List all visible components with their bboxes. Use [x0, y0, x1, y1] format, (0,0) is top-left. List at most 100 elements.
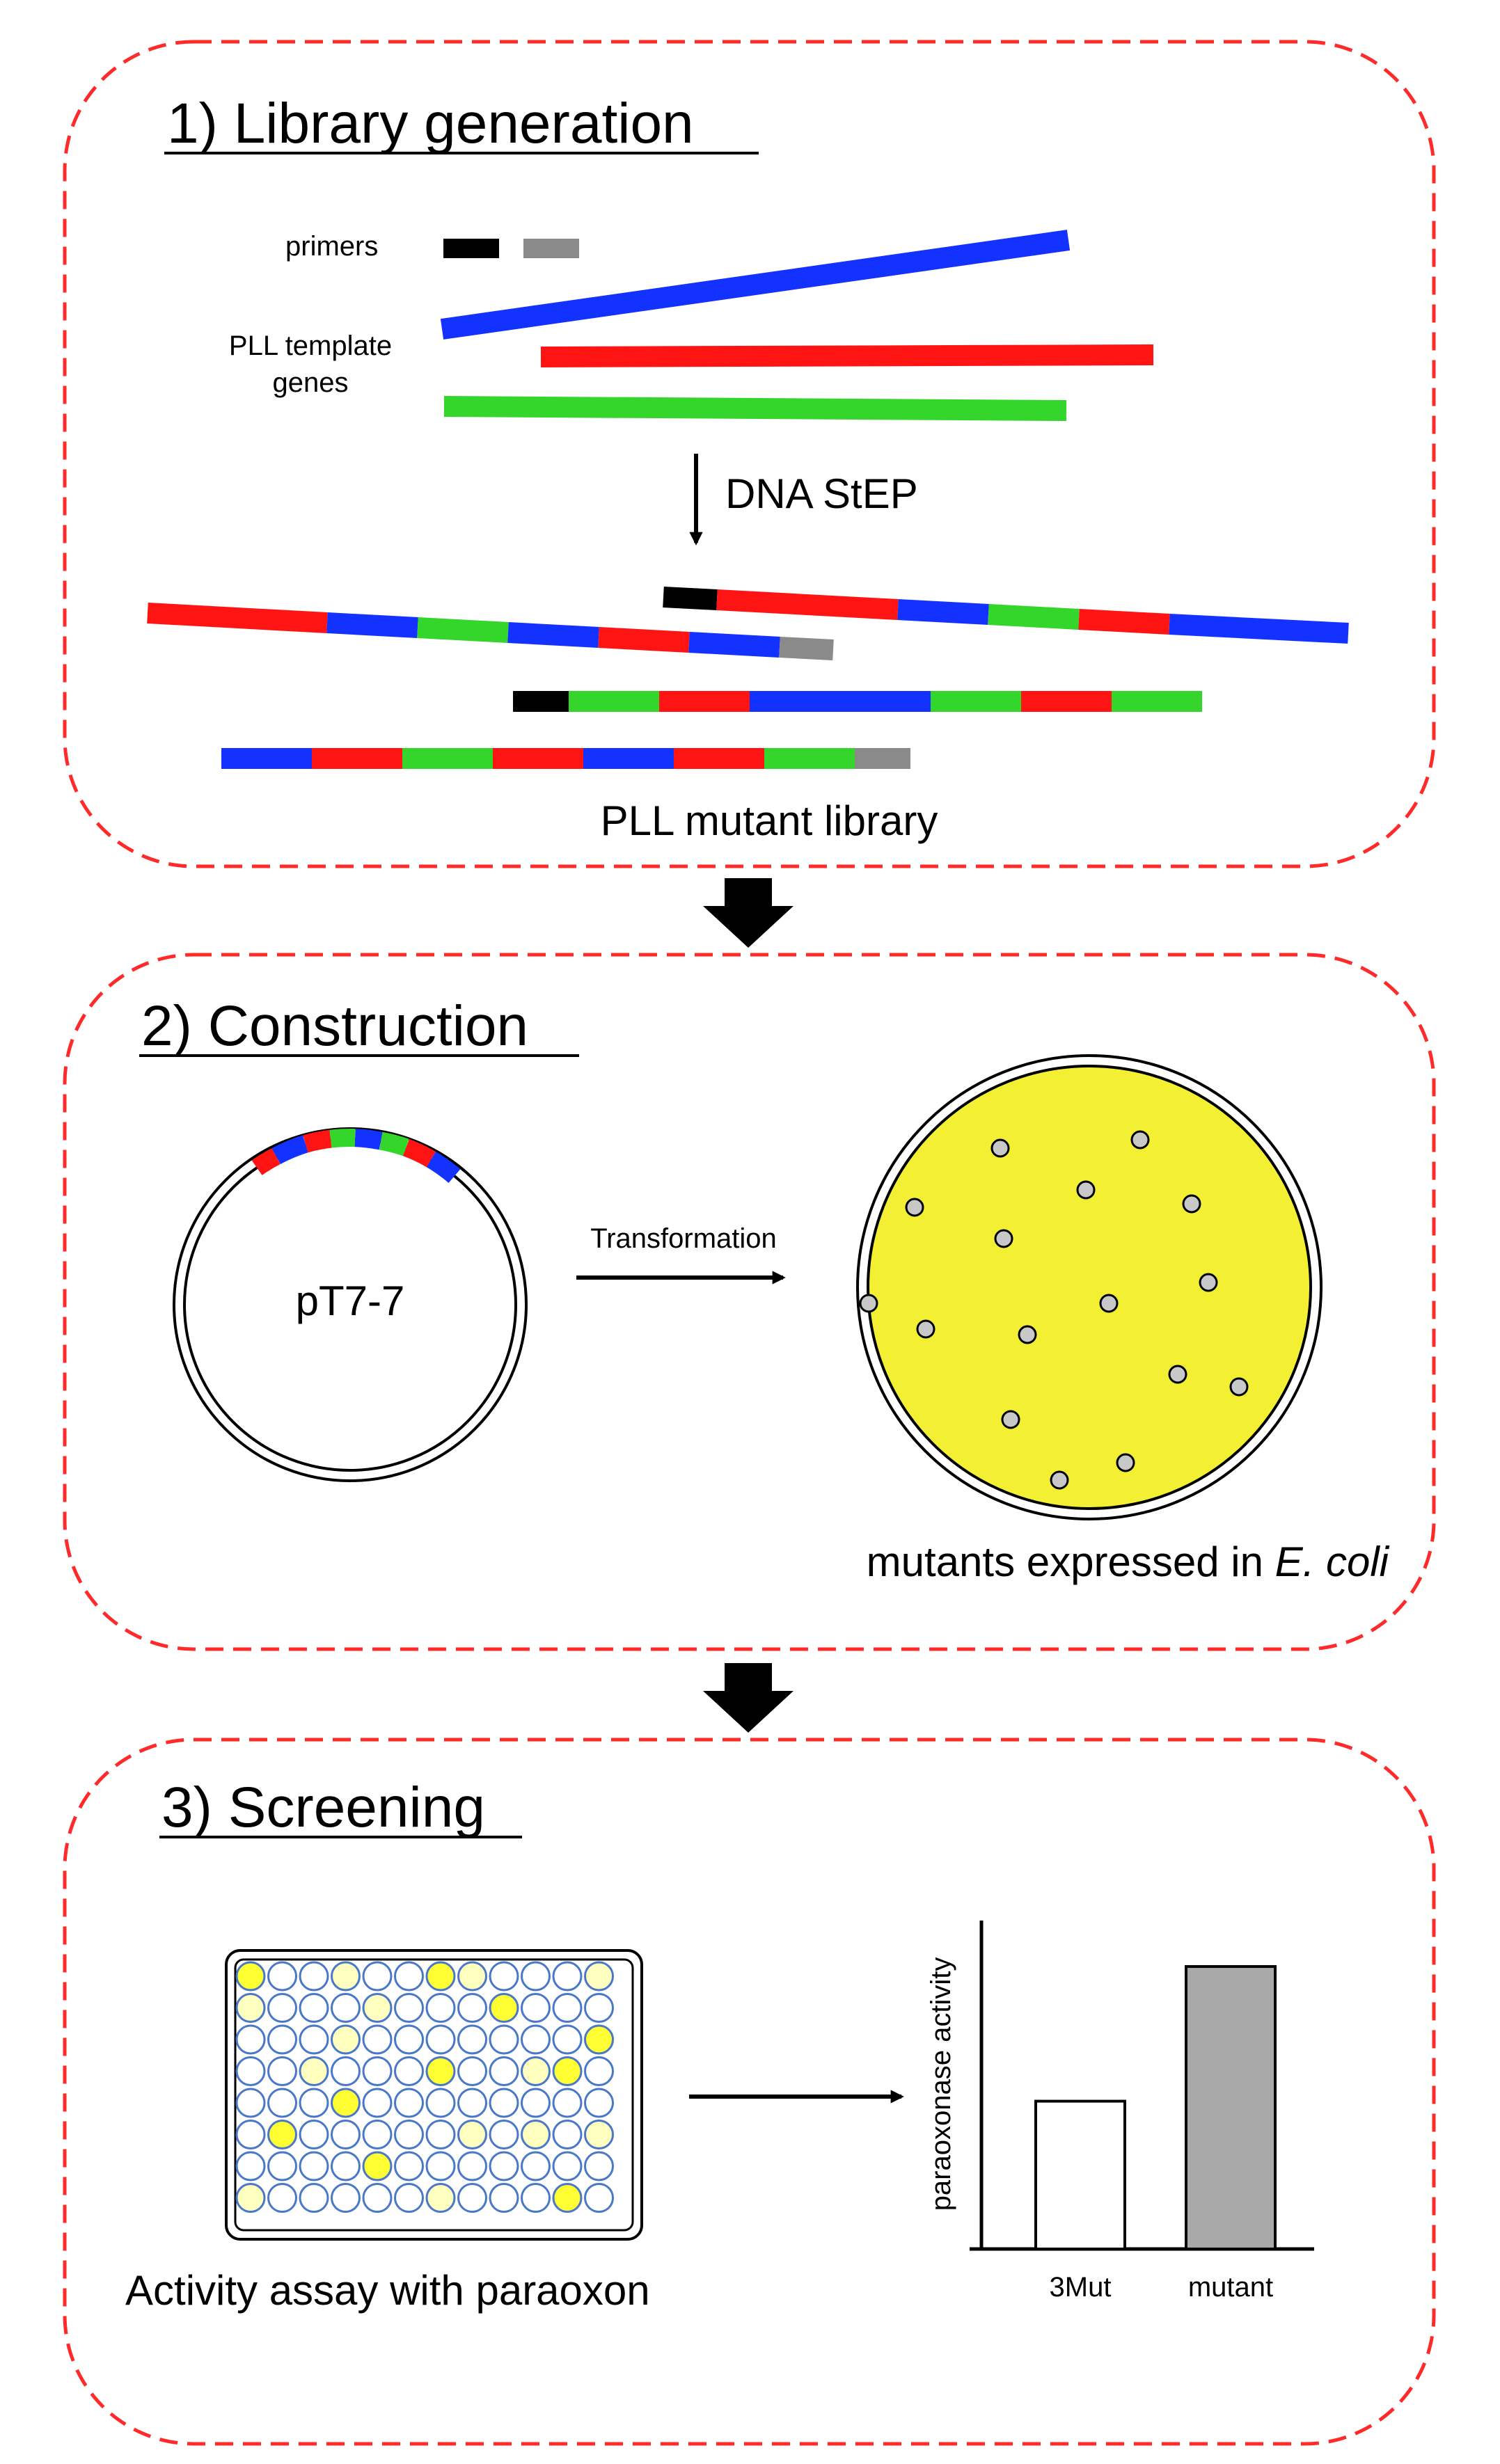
well — [235, 2120, 266, 2149]
well — [521, 2024, 551, 2055]
well — [235, 2151, 266, 2181]
well — [267, 2151, 297, 2181]
well — [331, 1961, 361, 1992]
well — [457, 2151, 487, 2181]
well — [362, 2024, 393, 2055]
y-axis-label: paraoxonase activity — [926, 1957, 956, 2211]
well — [425, 1961, 456, 1992]
section-2-title: 2) Construction — [141, 994, 528, 1058]
well — [267, 2024, 297, 2055]
section-1-title: 1) Library generation — [167, 92, 694, 155]
well — [394, 1993, 424, 2023]
well — [362, 1961, 393, 1992]
forward-primer — [443, 239, 499, 258]
x-tick-label: 3Mut — [1050, 2272, 1112, 2303]
section-3-title: 3) Screening — [161, 1776, 485, 1839]
well — [489, 2183, 519, 2213]
well — [331, 2056, 361, 2086]
well — [267, 2183, 297, 2213]
well — [267, 2120, 297, 2149]
well — [235, 2024, 266, 2055]
well — [521, 1961, 551, 1992]
block-arrow-2 — [703, 1663, 794, 1733]
well — [552, 2183, 583, 2213]
template-gene-green — [443, 396, 1067, 421]
bar-mutant — [1185, 1965, 1277, 2251]
well — [299, 2056, 329, 2086]
well — [299, 1993, 329, 2023]
bacterial-colonies — [859, 1130, 1249, 1490]
well — [235, 2088, 266, 2118]
well — [267, 2088, 297, 2118]
well — [489, 2120, 519, 2149]
plate-caption-prefix: mutants expressed in — [867, 1539, 1275, 1585]
well — [362, 2088, 393, 2118]
well — [394, 1961, 424, 1992]
well — [521, 2183, 551, 2213]
template-label-line2: genes — [273, 367, 349, 398]
well — [235, 1993, 266, 2023]
plate-caption: mutants expressed in E. coli — [867, 1539, 1390, 1585]
well — [331, 2024, 361, 2055]
well — [362, 2120, 393, 2149]
well — [584, 2120, 614, 2149]
well — [267, 2056, 297, 2086]
well — [521, 2151, 551, 2181]
well — [489, 2024, 519, 2055]
primers-label: primers — [285, 231, 378, 262]
well — [521, 2056, 551, 2086]
well — [235, 2056, 266, 2086]
well — [299, 1961, 329, 1992]
plasmid-insert — [251, 1128, 461, 1184]
section-2-frame — [63, 953, 1436, 1651]
well — [584, 2088, 614, 2118]
assay-label: Activity assay with paraoxon — [125, 2267, 650, 2314]
mutant-strand-2 — [147, 603, 834, 660]
bar-3mut — [1034, 2099, 1126, 2251]
plasmid: pT7-7 — [173, 1127, 528, 1482]
well — [552, 1961, 583, 1992]
template-gene-red — [540, 344, 1154, 367]
well — [362, 2151, 393, 2181]
well — [331, 2120, 361, 2149]
well — [457, 2024, 487, 2055]
well — [299, 2088, 329, 2118]
well — [521, 2120, 551, 2149]
well — [425, 2151, 456, 2181]
well — [552, 2024, 583, 2055]
block-arrow-1 — [703, 878, 794, 948]
library-label: PLL mutant library — [601, 797, 938, 844]
well — [394, 2120, 424, 2149]
well — [552, 1993, 583, 2023]
well — [584, 1961, 614, 1992]
well — [584, 2151, 614, 2181]
well — [331, 1993, 361, 2023]
agar-plate — [856, 1054, 1323, 1520]
wells — [235, 1961, 614, 2213]
reverse-primer — [523, 239, 579, 258]
well — [362, 1993, 393, 2023]
section-construction: 2) Construction pT7-7 Transformation — [63, 953, 1436, 1651]
well — [425, 1993, 456, 2023]
well — [457, 2183, 487, 2213]
section-library-generation: 1) Library generation primers PLL templa… — [63, 40, 1436, 868]
well — [584, 2056, 614, 2086]
well — [299, 2024, 329, 2055]
well — [552, 2056, 583, 2086]
well-plate — [225, 1949, 643, 2241]
well — [394, 2024, 424, 2055]
well — [331, 2088, 361, 2118]
template-gene-blue — [440, 230, 1071, 340]
well — [552, 2120, 583, 2149]
well — [394, 2088, 424, 2118]
well — [331, 2151, 361, 2181]
well — [394, 2056, 424, 2086]
section-1-frame — [63, 40, 1436, 868]
well — [457, 1961, 487, 1992]
well — [489, 2088, 519, 2118]
section-screening: 3) Screening Activity assay with paraoxo… — [63, 1738, 1436, 2446]
well — [394, 2183, 424, 2213]
